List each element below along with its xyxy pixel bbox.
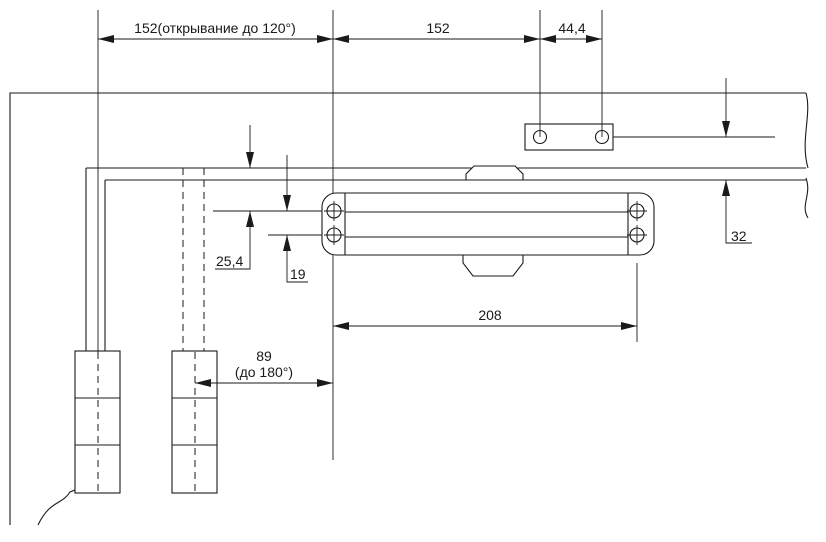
arrow-right <box>524 35 540 43</box>
arrow-left <box>333 322 349 330</box>
arrow-right <box>317 35 333 43</box>
hinge-hidden-leaf <box>182 168 205 352</box>
dim-bracket-offset: 32 <box>613 78 775 244</box>
dim-line <box>286 155 308 283</box>
dim-body-length: 208 <box>333 263 638 342</box>
arrow-bottom <box>722 180 730 196</box>
door-closer-body <box>321 165 655 277</box>
arrow-bottom <box>283 235 291 251</box>
hinge-right-body <box>171 350 218 494</box>
arrow-right <box>586 35 602 43</box>
arrow-left <box>333 35 349 43</box>
frame-outer-edge <box>9 92 806 525</box>
arrow-top <box>246 152 254 168</box>
arrow-top <box>722 121 730 137</box>
arrow-right <box>317 379 333 387</box>
closer-screw-holes <box>324 201 647 245</box>
arrow-bottom <box>246 211 254 227</box>
closer-bottom-pivot <box>462 252 524 277</box>
screw-hole-crosshairs <box>324 201 647 245</box>
arrow-right <box>621 322 637 330</box>
left-break-line <box>37 489 76 526</box>
right-break-bottom <box>804 177 809 219</box>
dim-offset-152-label: 152 <box>426 20 450 36</box>
dim-hole-spacing-label: 19 <box>290 266 306 282</box>
dim-bracket-offset-label: 32 <box>731 228 747 244</box>
dim-bracket-spacing: 44,4 <box>539 10 603 137</box>
arrow-left <box>540 35 556 43</box>
hinge-right <box>171 168 218 494</box>
door-frame-outline <box>9 92 809 526</box>
right-break-top <box>804 92 809 169</box>
arrow-left <box>195 379 211 387</box>
dim-body-offset: 25,4 <box>213 125 322 270</box>
hinge-left-knuckles <box>75 397 120 446</box>
dim-line <box>725 78 752 244</box>
extension-lines <box>539 10 603 137</box>
hinge-right-knuckles <box>172 397 217 446</box>
dim-opening-180: 89 (до 180°) <box>195 348 333 387</box>
closer-housing <box>321 192 655 256</box>
dim-body-length-label: 208 <box>478 307 502 323</box>
closer-body-lines <box>345 211 628 238</box>
dim-opening-120: 152(открывание до 120°) <box>98 20 333 43</box>
mounting-bracket <box>524 123 614 151</box>
arrow-left <box>98 35 114 43</box>
dim-offset-152: 152 <box>333 20 540 43</box>
dim-hole-spacing: 19 <box>268 155 322 283</box>
hinge-left <box>74 350 121 494</box>
closer-top-pivot <box>465 165 524 181</box>
closer-end-caps <box>344 193 629 255</box>
arrow-top <box>283 195 291 211</box>
dim-line <box>215 125 251 270</box>
dim-opening-120-label: 152(открывание до 120°) <box>134 20 296 36</box>
dim-bracket-spacing-label: 44,4 <box>558 20 585 36</box>
hinge-left-body <box>74 350 121 494</box>
dim-opening-180-value: 89 <box>256 348 272 364</box>
dim-body-offset-label: 25,4 <box>216 253 243 269</box>
dim-opening-180-note: (до 180°) <box>235 364 293 380</box>
